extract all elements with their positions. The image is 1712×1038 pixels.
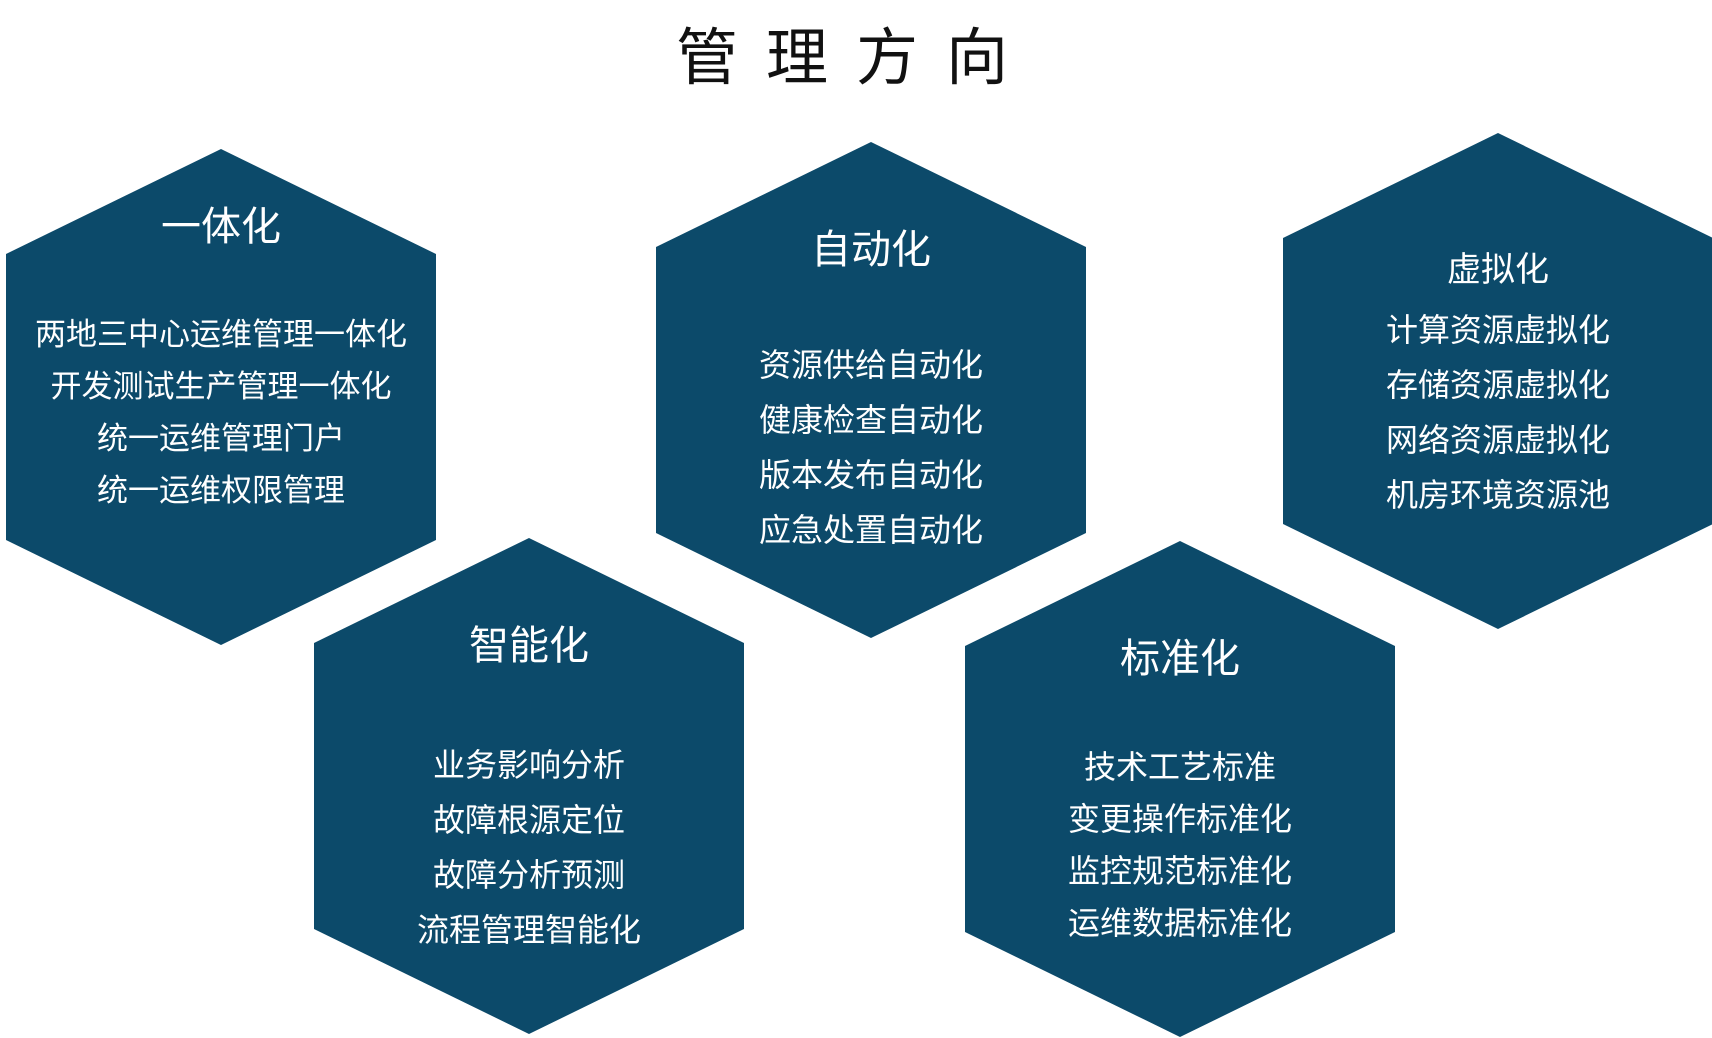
hexagon-title: 智能化 [469,623,589,669]
hexagon-item: 版本发布自动化 [758,456,983,494]
hexagon-item: 资源供给自动化 [758,346,983,384]
hexagon-item: 业务影响分析 [432,746,625,784]
hexagon-item: 故障根源定位 [432,801,625,839]
hexagon-item: 开发测试生产管理一体化 [50,369,392,405]
hexagon-item: 两地三中心运维管理一体化 [35,317,407,353]
hexagon-item: 统一运维管理门户 [97,421,345,457]
hexagon-automation: 自动化 资源供给自动化 健康检查自动化 版本发布自动化 应急处置自动化 [656,142,1086,638]
hexagon-title: 自动化 [811,227,931,273]
hexagon-item: 应急处置自动化 [758,511,983,549]
hexagon-item-list: 资源供给自动化 健康检查自动化 版本发布自动化 应急处置自动化 [656,338,1086,558]
hexagon-item: 统一运维权限管理 [97,473,345,509]
hexagon-item: 流程管理智能化 [416,911,641,949]
hexagon-intelligence: 智能化 业务影响分析 故障根源定位 故障分析预测 流程管理智能化 [314,538,744,1034]
hexagon-item: 监控规范标准化 [1067,852,1292,890]
hexagon-standardization: 标准化 技术工艺标准 变更操作标准化 监控规范标准化 运维数据标准化 [965,541,1395,1037]
hexagon-shape [314,538,744,1034]
hexagon-title: 一体化 [161,204,281,250]
hexagon-item-list: 两地三中心运维管理一体化 开发测试生产管理一体化 统一运维管理门户 统一运维权限… [6,309,436,517]
hexagon-title: 标准化 [1120,636,1240,682]
hexagon-item: 变更操作标准化 [1067,800,1292,838]
hexagon-item: 技术工艺标准 [1083,748,1276,786]
hexagon-item: 计算资源虚拟化 [1385,311,1610,349]
hexagon-shape [1283,133,1712,629]
hexagon-shape [6,149,436,645]
hexagon-item: 健康检查自动化 [758,401,983,439]
hexagon-shape [965,541,1395,1037]
hexagon-virtualization: 虚拟化 计算资源虚拟化 存储资源虚拟化 网络资源虚拟化 机房环境资源池 [1283,133,1712,629]
hexagon-item: 故障分析预测 [432,856,625,894]
hexagon-item: 存储资源虚拟化 [1385,366,1610,404]
hexagon-shape [656,142,1086,638]
hexagon-item: 网络资源虚拟化 [1385,421,1610,459]
hexagon-item: 运维数据标准化 [1067,904,1292,942]
hexagon-item-list: 技术工艺标准 变更操作标准化 监控规范标准化 运维数据标准化 [965,741,1395,949]
hexagon-item-list: 业务影响分析 故障根源定位 故障分析预测 流程管理智能化 [314,738,744,958]
hexagon-integration: 一体化 两地三中心运维管理一体化 开发测试生产管理一体化 统一运维管理门户 统一… [6,149,436,645]
hexagon-title: 虚拟化 [1447,250,1549,290]
page-title: 管理方向 [675,21,1036,94]
hexagon-item: 机房环境资源池 [1385,476,1610,514]
hexagon-item-list: 计算资源虚拟化 存储资源虚拟化 网络资源虚拟化 机房环境资源池 [1283,303,1712,523]
